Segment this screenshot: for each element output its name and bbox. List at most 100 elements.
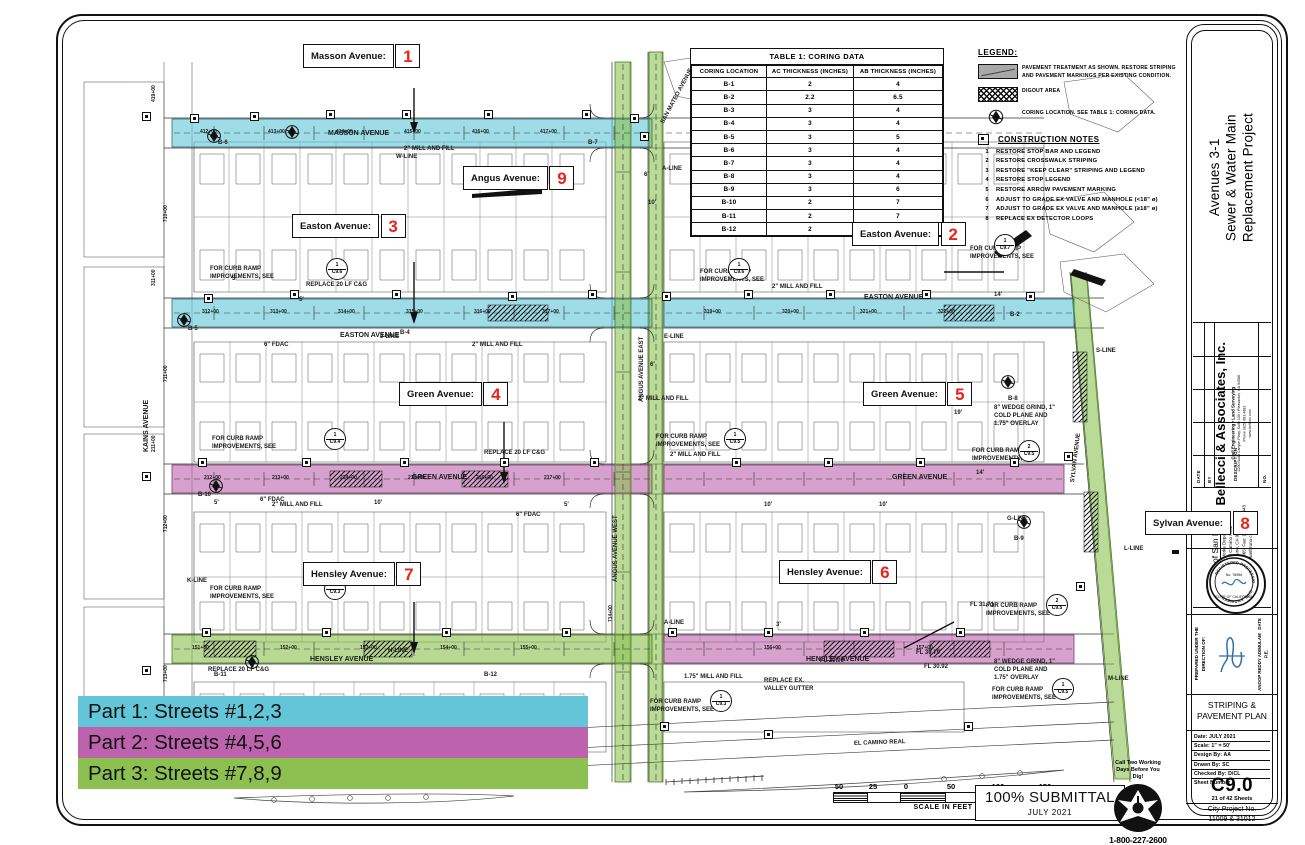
note-number: 1 [985, 148, 989, 155]
construction-note-marker[interactable] [484, 110, 493, 119]
street-label-hensley-east: HENSLEY AVENUE [806, 656, 870, 663]
dim-label: 14' [994, 292, 1003, 298]
construction-note-marker[interactable] [190, 114, 199, 123]
curb-ramp-qty: 1 [333, 432, 337, 439]
construction-notes-title: CONSTRUCTION NOTES [998, 135, 1100, 145]
construction-note-marker[interactable] [392, 290, 401, 299]
boring-label: B-10 [198, 492, 212, 498]
curb-ramp-circle[interactable]: 1 C9.5 [1052, 678, 1074, 700]
dim-label: 6' [650, 362, 655, 368]
construction-note-marker[interactable] [916, 458, 925, 467]
curb-ramp-qty: 2 [1055, 598, 1059, 605]
construction-note-marker[interactable] [640, 132, 649, 141]
construction-note-marker[interactable] [442, 628, 451, 637]
construction-note-marker[interactable] [1076, 582, 1085, 591]
boring-label: B-9 [1014, 536, 1024, 542]
cell-location: B-8 [691, 169, 767, 184]
note-mill-fill: 2" MILL AND FILL [404, 146, 455, 152]
construction-note-marker[interactable] [582, 110, 591, 119]
construction-note-marker[interactable] [322, 628, 331, 637]
station-label: 217+00 [544, 475, 561, 481]
note-fdac: 6" FDAC [264, 342, 289, 348]
construction-note-marker[interactable] [764, 628, 773, 637]
station-label: 413+00 [268, 129, 285, 135]
construction-note-marker[interactable] [198, 458, 207, 467]
curb-ramp-circle[interactable]: 1 C9.4 [324, 428, 346, 450]
callout-angus-avenue[interactable]: Angus Avenue: 9 [463, 166, 575, 190]
construction-note-marker[interactable] [500, 458, 509, 467]
dim-label: 5' [214, 500, 219, 506]
construction-note-marker[interactable] [860, 628, 869, 637]
note-text: REPLACE EX DETECTOR LOOPS [996, 215, 1094, 222]
curb-ramp-circle[interactable]: 1 C9.5 [724, 428, 746, 450]
dim-label: 6' [644, 172, 649, 178]
curb-ramp-circle[interactable]: 1 C9.3 [710, 690, 732, 712]
curb-ramp-circle[interactable]: 1 C9.6 [326, 258, 348, 280]
construction-note-marker[interactable] [290, 290, 299, 299]
construction-note-marker[interactable] [590, 458, 599, 467]
construction-note-marker[interactable] [1064, 452, 1073, 461]
station-label: 313+00 [270, 309, 287, 315]
col-header-location: CORING LOCATION [691, 64, 767, 79]
curb-ramp-qty: 1 [733, 432, 737, 439]
sheet-count: 21 of 42 Sheets [1211, 796, 1253, 802]
curb-ramp-circle[interactable]: 1 C9.6 [728, 258, 750, 280]
curb-ramp-circle[interactable]: 2 C9.5 [1046, 594, 1068, 616]
row-date: Date: JULY 2021 [1192, 733, 1270, 743]
construction-note-marker[interactable] [824, 458, 833, 467]
construction-note-marker[interactable] [400, 458, 409, 467]
construction-note-marker[interactable] [660, 722, 669, 731]
map-linework [83, 51, 1179, 804]
construction-note-marker[interactable] [826, 290, 835, 299]
curb-ramp-circle[interactable]: 2 C9.5 [1018, 440, 1040, 462]
construction-note-marker[interactable] [964, 722, 973, 731]
construction-note-marker[interactable] [402, 110, 411, 119]
callout-number: 4 [483, 382, 509, 406]
construction-note-marker[interactable] [1026, 292, 1035, 301]
construction-note-marker[interactable] [302, 458, 311, 467]
prepared-under: PREPARED UNDER THE DIRECTION OF: [1194, 627, 1208, 680]
legend-text: DIGOUT AREA [1022, 88, 1061, 95]
callout-easton-avenue-west[interactable]: Easton Avenue: 3 [292, 214, 406, 238]
construction-note-marker[interactable] [142, 472, 151, 481]
signer-info: ANOOP REDDY ADIMULAM DATE P.E. [1257, 618, 1270, 691]
construction-note-marker[interactable] [562, 628, 571, 637]
construction-note-marker[interactable] [588, 290, 597, 299]
callout-hensley-avenue-east[interactable]: Hensley Avenue: 6 [779, 560, 898, 584]
construction-note-marker[interactable] [250, 112, 259, 121]
construction-note-marker[interactable] [508, 292, 517, 301]
construction-note-marker[interactable] [630, 114, 639, 123]
construction-note-marker[interactable] [956, 628, 965, 637]
line-label-a: A-LINE [662, 166, 682, 172]
callout-hensley-avenue-west[interactable]: Hensley Avenue: 7 [303, 562, 422, 586]
callout-green-avenue-east[interactable]: Green Avenue: 5 [863, 382, 973, 406]
construction-note-marker[interactable] [204, 294, 213, 303]
construction-note-marker[interactable] [142, 112, 151, 121]
construction-note-marker[interactable] [744, 290, 753, 299]
construction-note-marker[interactable] [922, 290, 931, 299]
cell-location: B-5 [691, 129, 767, 145]
flowline-label: FL 30.92 [924, 664, 948, 670]
construction-note-marker[interactable] [142, 666, 151, 675]
callout-easton-avenue-east[interactable]: Easton Avenue: 2 [852, 222, 966, 246]
construction-note-marker[interactable] [662, 292, 671, 301]
construction-note-marker[interactable] [668, 628, 677, 637]
line-label-w: W-LINE [396, 154, 418, 160]
construction-note-marker[interactable] [1010, 458, 1019, 467]
callout-masson-avenue[interactable]: Masson Avenue: 1 [303, 44, 421, 68]
construction-note-marker[interactable] [202, 628, 211, 637]
curb-ramp-circle[interactable]: 1 C9.7 [994, 234, 1016, 256]
callout-sylvan-avenue[interactable]: Sylvan Avenue: 8 [1145, 511, 1258, 535]
construction-note-marker[interactable] [764, 730, 773, 739]
divider [1186, 803, 1278, 804]
construction-note-marker[interactable] [732, 458, 741, 467]
street-label-green: GREEN AVENUE [412, 474, 468, 481]
callout-number: 2 [940, 222, 966, 246]
construction-note-marker[interactable] [326, 110, 335, 119]
callout-green-avenue-west[interactable]: Green Avenue: 4 [399, 382, 509, 406]
curb-ramp-sheet: C9.5 [1054, 688, 1072, 695]
cell-location: B-4 [691, 116, 767, 131]
